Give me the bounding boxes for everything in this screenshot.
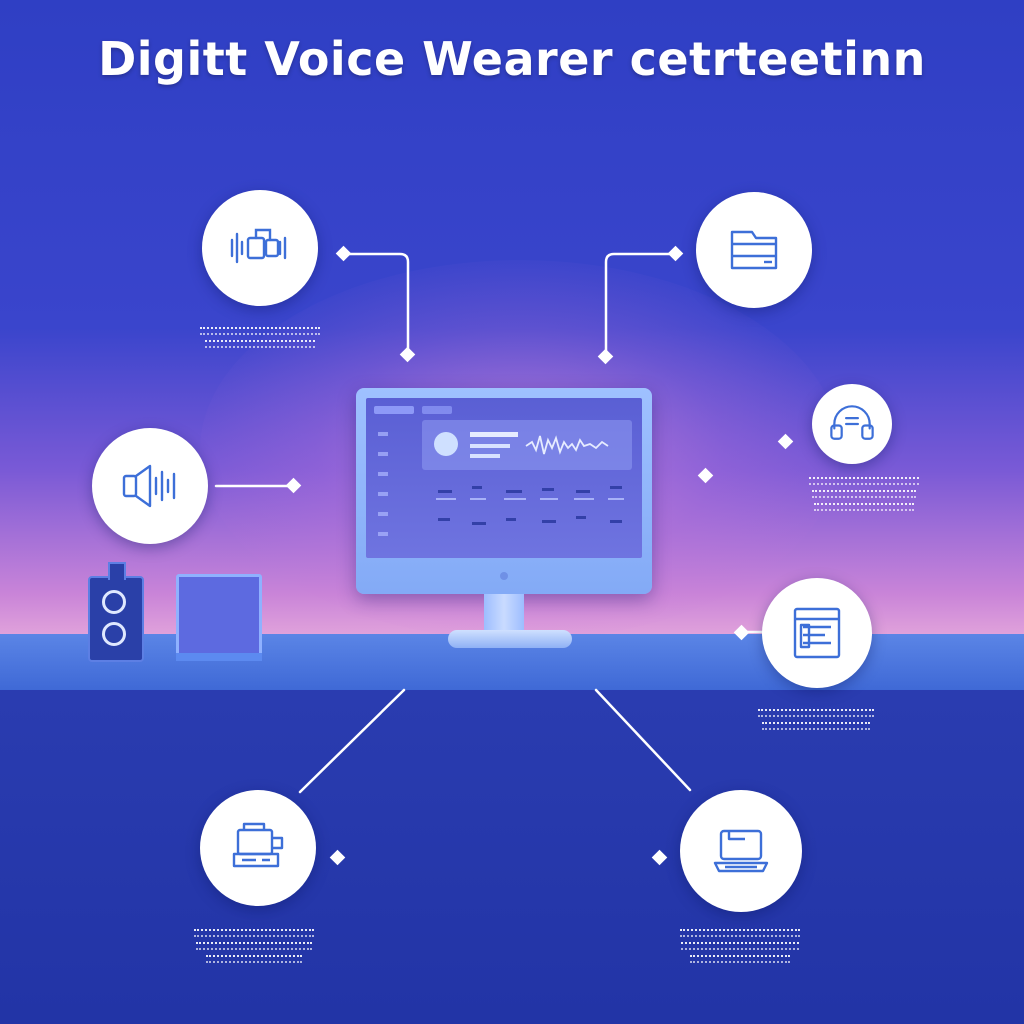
caption-mid-right xyxy=(784,472,944,516)
connector-dot xyxy=(597,348,614,365)
list-document-icon xyxy=(793,607,841,659)
connector-dot xyxy=(733,624,750,641)
page-title: Digitt Voice Wearer cetrteetinn xyxy=(98,32,926,86)
desk-speaker xyxy=(88,562,144,662)
connector-bottom-right xyxy=(594,688,692,792)
desk-tablet xyxy=(176,574,262,661)
audio-dashboard-ui xyxy=(374,406,632,536)
connector-top-right xyxy=(604,252,678,358)
node-mid-left xyxy=(92,428,208,544)
node-bottom-right xyxy=(680,790,802,912)
monitor-base xyxy=(448,630,572,648)
monitor-power-dot xyxy=(500,572,508,580)
headset-icon xyxy=(830,405,874,440)
node-bottom-left xyxy=(200,790,316,906)
caption-top-left xyxy=(180,322,340,353)
connector-dot xyxy=(329,849,346,866)
connector-dot xyxy=(697,467,714,484)
node-top-left xyxy=(202,190,318,306)
computer-monitor xyxy=(356,388,652,594)
node-right xyxy=(762,578,872,688)
floor xyxy=(0,690,1024,1024)
connector-dot xyxy=(667,245,684,262)
speaker-wave-icon xyxy=(122,464,176,508)
device-icon xyxy=(232,822,284,868)
caption-bottom-left xyxy=(174,924,334,968)
monitor-screen xyxy=(366,398,642,558)
connector-dot xyxy=(777,433,794,450)
connector-dot xyxy=(335,245,352,262)
caption-bottom-right xyxy=(660,924,820,968)
document-folder-icon xyxy=(730,230,778,270)
connector-dot xyxy=(285,477,302,494)
caption-right xyxy=(736,704,896,735)
audio-wave-icon xyxy=(230,228,287,264)
speaker-cone xyxy=(102,590,126,614)
laptop-icon xyxy=(713,829,769,873)
speaker-cone xyxy=(102,622,126,646)
connector-dot xyxy=(399,346,416,363)
node-mid-right xyxy=(812,384,892,464)
monitor-stand xyxy=(484,594,524,634)
node-top-right xyxy=(696,192,812,308)
connector-bottom-left xyxy=(298,688,406,794)
connector-dot xyxy=(651,849,668,866)
connector-top-left xyxy=(342,252,410,356)
